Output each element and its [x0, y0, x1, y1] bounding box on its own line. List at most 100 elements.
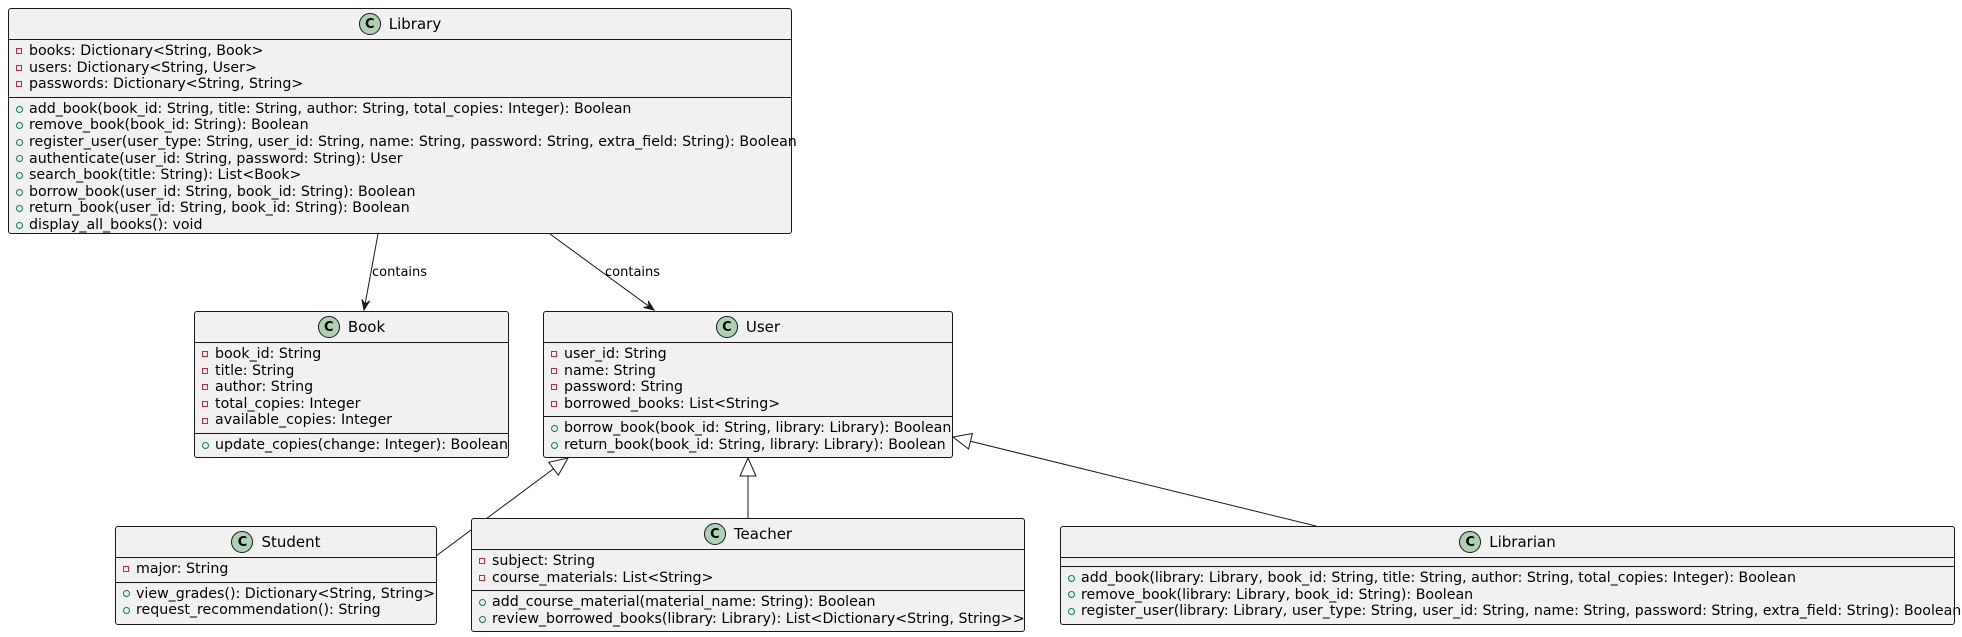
class-stereotype-icon: C [317, 316, 340, 338]
private-visibility-icon [200, 401, 210, 408]
class-attribute: password: String [544, 379, 952, 396]
member-text: review_borrowed_books(library: Library):… [492, 610, 1025, 627]
relation-label: contains [605, 265, 660, 280]
public-visibility-icon [14, 171, 24, 179]
class-name: Teacher [733, 524, 793, 543]
class-method: add_course_material(material_name: Strin… [472, 594, 1024, 611]
class-stereotype-icon: C [703, 523, 726, 545]
inheritance-arrowhead [951, 432, 974, 450]
member-text: password: String [564, 379, 683, 396]
public-visibility-icon [1066, 591, 1076, 599]
member-text: author: String [215, 379, 314, 396]
member-text: view_grades(): Dictionary<String, String… [136, 585, 436, 602]
methods: add_book(book_id: String, title: String,… [9, 96, 797, 238]
private-visibility-icon [200, 384, 210, 391]
class-name: Librarian [1489, 532, 1556, 551]
member-text: book_id: String [215, 346, 322, 362]
class-method: view_grades(): Dictionary<String, String… [116, 586, 436, 603]
private-visibility-icon [200, 367, 210, 374]
class-attribute: course_materials: List<String> [472, 570, 1024, 587]
class-method: register_user(library: Library, user_typ… [1061, 603, 1961, 620]
private-visibility-icon [477, 558, 487, 565]
class-header: C Teacher [472, 519, 1024, 549]
class-method: remove_book(library: Library, book_id: S… [1061, 587, 1954, 604]
member-text: borrow_book(user_id: String, book_id: St… [29, 183, 416, 200]
member-text: user_id: String [564, 346, 667, 362]
association-arrowhead [643, 300, 656, 311]
member-text: register_user(user_type: String, user_id… [29, 133, 797, 150]
class-header: C Library [9, 9, 791, 39]
member-text: course_materials: List<String> [492, 569, 714, 586]
member-text: books: Dictionary<String, Book> [29, 43, 264, 59]
class-method: search_book(title: String): List<Book> [9, 167, 791, 184]
public-visibility-icon [200, 441, 210, 449]
class-name: Library [388, 14, 442, 33]
member-text: users: Dictionary<String, User> [29, 59, 257, 76]
class-method: borrow_book(user_id: String, book_id: St… [9, 184, 791, 201]
inheritance-edge-librarian-user [951, 432, 1317, 527]
class-attribute: book_id: String [195, 346, 508, 363]
class-attribute: title: String [195, 363, 508, 380]
class-method: return_book(user_id: String, book_id: St… [9, 200, 791, 217]
class-method: return_book(book_id: String, library: Li… [544, 437, 952, 454]
class-method: request_recommendation(): String [116, 602, 436, 619]
methods: add_course_material(material_name: Strin… [472, 590, 1025, 631]
class-library[interactable]: C Library books: Dictionary<String, Book>u… [8, 8, 797, 234]
class-stereotype-icon: C [358, 13, 381, 35]
member-text: return_book(user_id: String, book_id: St… [29, 200, 410, 217]
private-visibility-icon [200, 351, 210, 358]
inheritance-arrowhead [547, 457, 569, 477]
member-text: authenticate(user_id: String, password: … [29, 150, 403, 167]
class-librarian[interactable]: C Librarian add_book(library: Library, boo… [1060, 526, 1961, 625]
public-visibility-icon [549, 441, 559, 449]
relation-label: contains [372, 265, 427, 280]
public-visibility-icon [477, 598, 487, 606]
class-attribute: subject: String [472, 553, 1024, 570]
private-visibility-icon [549, 367, 559, 374]
public-visibility-icon [14, 221, 24, 229]
inheritance-edge-teacher-user [739, 456, 757, 518]
public-visibility-icon [121, 606, 131, 614]
class-method: add_book(book_id: String, title: String,… [9, 101, 791, 118]
class-attribute: users: Dictionary<String, User> [9, 60, 791, 77]
class-name: User [745, 317, 781, 336]
class-stereotype-icon: C [715, 316, 738, 338]
member-text: major: String [136, 561, 229, 577]
attributes: major: String [116, 557, 436, 582]
private-visibility-icon [14, 81, 24, 88]
methods: borrow_book(book_id: String, library: Li… [544, 416, 952, 457]
member-text: add_book(book_id: String, title: String,… [29, 100, 632, 117]
private-visibility-icon [549, 384, 559, 391]
member-text: return_book(book_id: String, library: Li… [564, 436, 946, 453]
class-attribute: user_id: String [544, 346, 952, 363]
public-visibility-icon [14, 205, 24, 213]
member-text: remove_book(book_id: String): Boolean [29, 117, 309, 134]
private-visibility-icon [549, 351, 559, 358]
member-text: remove_book(library: Library, book_id: S… [1081, 586, 1474, 603]
class-method: review_borrowed_books(library: Library):… [472, 610, 1025, 628]
class-attribute: total_copies: Integer [195, 396, 508, 413]
association-edge-library-user: contains [549, 233, 660, 311]
class-attribute: major: String [116, 561, 436, 578]
private-visibility-icon [14, 64, 24, 71]
class-stereotype-icon: C [231, 531, 254, 553]
member-text: request_recommendation(): String [136, 602, 381, 619]
public-visibility-icon [549, 425, 559, 433]
class-attribute: name: String [544, 363, 952, 380]
association-arrowhead [361, 299, 371, 312]
class-method: remove_book(book_id: String): Boolean [9, 117, 791, 134]
class-attribute: borrowed_books: List<String> [544, 396, 952, 413]
class-attribute: available_copies: Integer [195, 412, 508, 429]
public-visibility-icon [477, 615, 487, 623]
association-edge-library-book: contains [361, 233, 427, 312]
class-stereotype-icon: C [1459, 531, 1482, 553]
methods: add_book(library: Library, book_id: Stri… [1061, 566, 1961, 624]
class-name: Book [347, 317, 386, 336]
